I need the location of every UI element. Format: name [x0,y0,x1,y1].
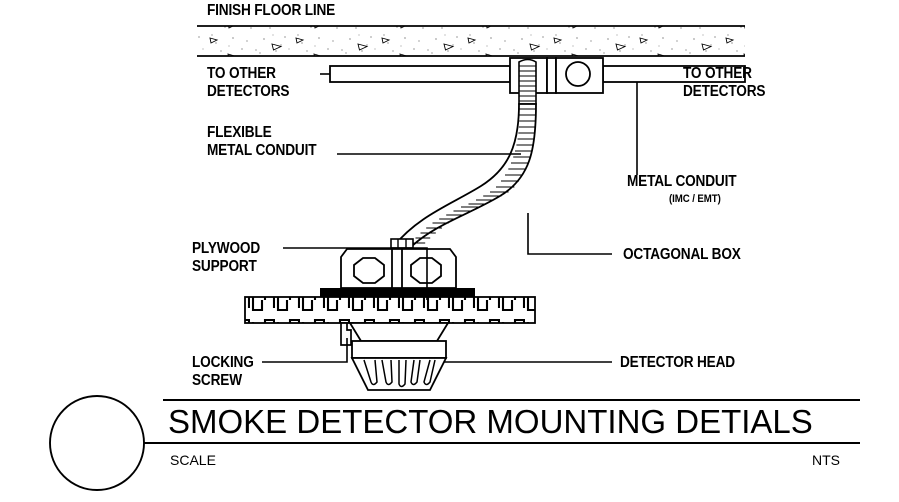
label-to-other-detectors-left: TO OTHER DETECTORS [207,65,290,101]
label-to-other-detectors-right: TO OTHER DETECTORS [683,65,766,101]
mounting-bar [320,288,475,297]
scale-label: SCALE [170,452,216,468]
label-detector-head: DETECTOR HEAD [620,354,735,371]
label-octagonal-box: OCTAGONAL BOX [623,246,741,263]
leader-plywood-support [283,247,428,300]
label-plywood-support: PLYWOOD SUPPORT [192,240,260,276]
knockout-left [353,257,385,284]
label-metal-conduit: METAL CONDUIT [627,173,737,190]
label-flexible-metal-conduit: FLEXIBLE METAL CONDUIT [207,124,317,160]
knockout-right [410,257,442,284]
locking-screw [340,322,352,346]
concrete-slab [197,25,745,57]
detector-vanes [363,359,436,388]
conduit-connector-body [509,57,604,105]
plywood-support [244,296,536,324]
flex-conduit-ribs [396,108,537,245]
leader-octagonal-box [527,213,612,255]
label-finish-floor-line: FINISH FLOOR LINE [207,2,336,19]
drawing-title: SMOKE DETECTOR MOUNTING DETIALS [168,403,813,440]
scale-value: NTS [812,452,840,468]
detail-bubble-circle [49,395,145,491]
label-locking-screw: LOCKING SCREW [192,354,254,390]
flex-conduit-stub [518,58,537,105]
title-block-graphics [49,395,860,491]
metal-conduit-runs [329,65,746,83]
flexible-metal-conduit [392,103,537,247]
leader-lines [262,73,638,363]
leader-locking-screw [262,338,348,363]
label-metal-conduit-sub: (IMC / EMT) [669,193,721,205]
detector-head [348,322,450,391]
